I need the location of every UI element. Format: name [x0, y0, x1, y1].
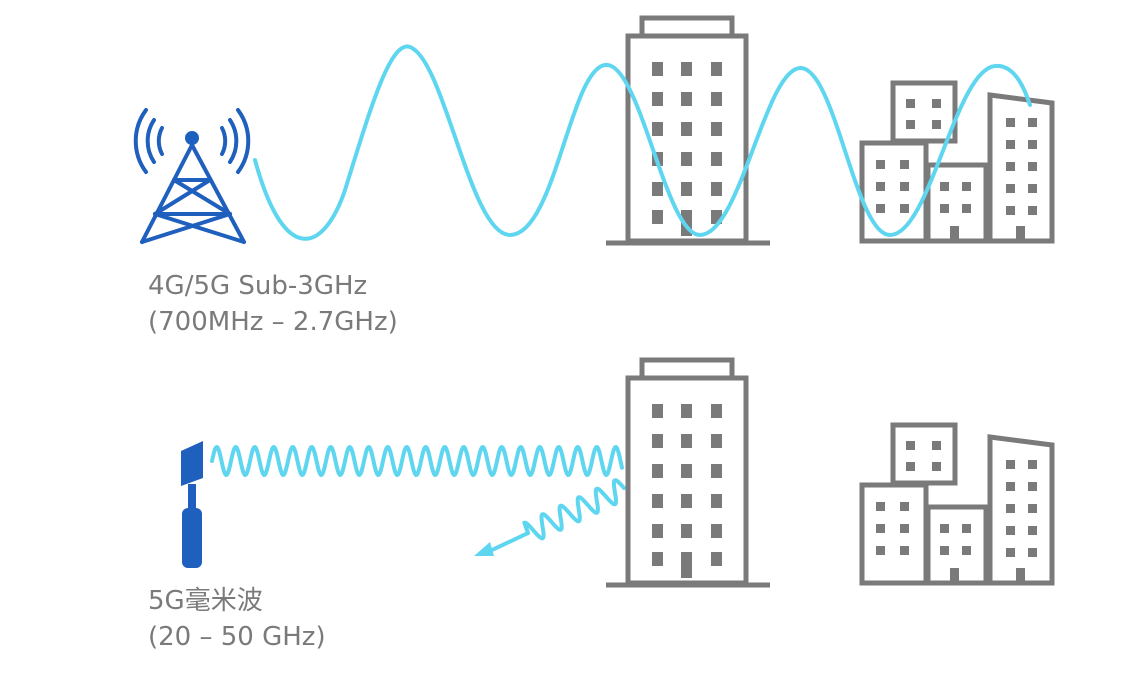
sub3ghz-label: 4G/5G Sub-3GHz	[148, 271, 368, 301]
high-frequency-wave	[210, 445, 624, 477]
building-cluster-top	[859, 80, 1055, 244]
mmwave-antenna-icon	[181, 441, 203, 568]
reflection-arrow-icon	[474, 542, 494, 556]
tall-building-top	[606, 15, 770, 246]
sub3ghz-caption: 4G/5G Sub-3GHz (700MHz – 2.7GHz)	[148, 268, 398, 340]
cell-tower-icon	[133, 108, 251, 244]
sub3ghz-range: (700MHz – 2.7GHz)	[148, 307, 398, 337]
low-frequency-wave	[253, 44, 1032, 241]
mmwave-range: (20 – 50 GHz)	[148, 622, 326, 652]
mmwave-caption: 5G毫米波 (20 – 50 GHz)	[148, 583, 326, 655]
building-cluster-bottom	[859, 422, 1055, 586]
windows-top	[652, 62, 722, 236]
mmwave-label: 5G毫米波	[148, 586, 263, 616]
tall-building-bottom	[606, 357, 770, 588]
reflected-wave	[490, 478, 626, 552]
